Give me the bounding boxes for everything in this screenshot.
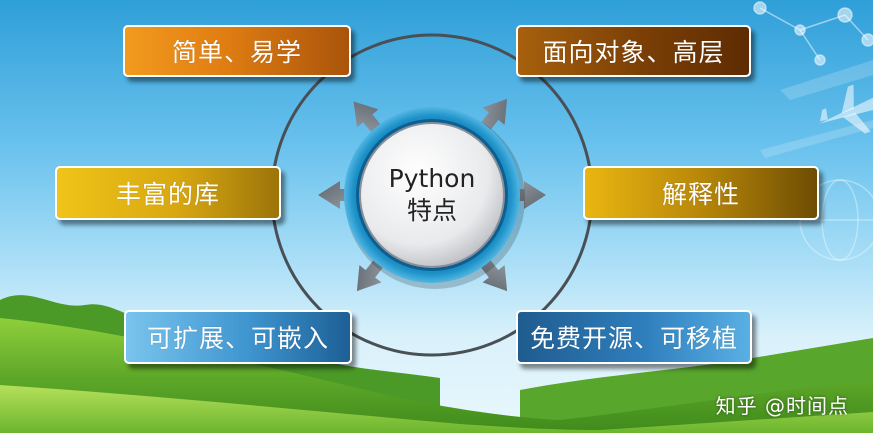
center-title-line2: 特点 [406,196,457,225]
center-hub-face [359,122,505,268]
feature-rich-libraries: 丰富的库 [55,166,281,220]
center-title-line1: Python [388,164,476,193]
globe-decoration [799,179,873,261]
network-decoration [753,1,873,66]
feature-open-source-portable: 免费开源、可移植 [516,310,752,364]
center-title: Python 特点 [367,163,497,227]
light-streaks [760,60,873,158]
feature-interpreted: 解释性 [583,166,819,220]
feature-simple-easy: 简单、易学 [123,25,351,77]
feature-object-oriented: 面向对象、高层 [516,25,751,77]
watermark: 知乎 @时间点 [715,394,849,418]
airplane-icon [818,84,873,134]
grass-hill-front [0,385,873,433]
feature-extensible-embeddable: 可扩展、可嵌入 [124,310,352,364]
